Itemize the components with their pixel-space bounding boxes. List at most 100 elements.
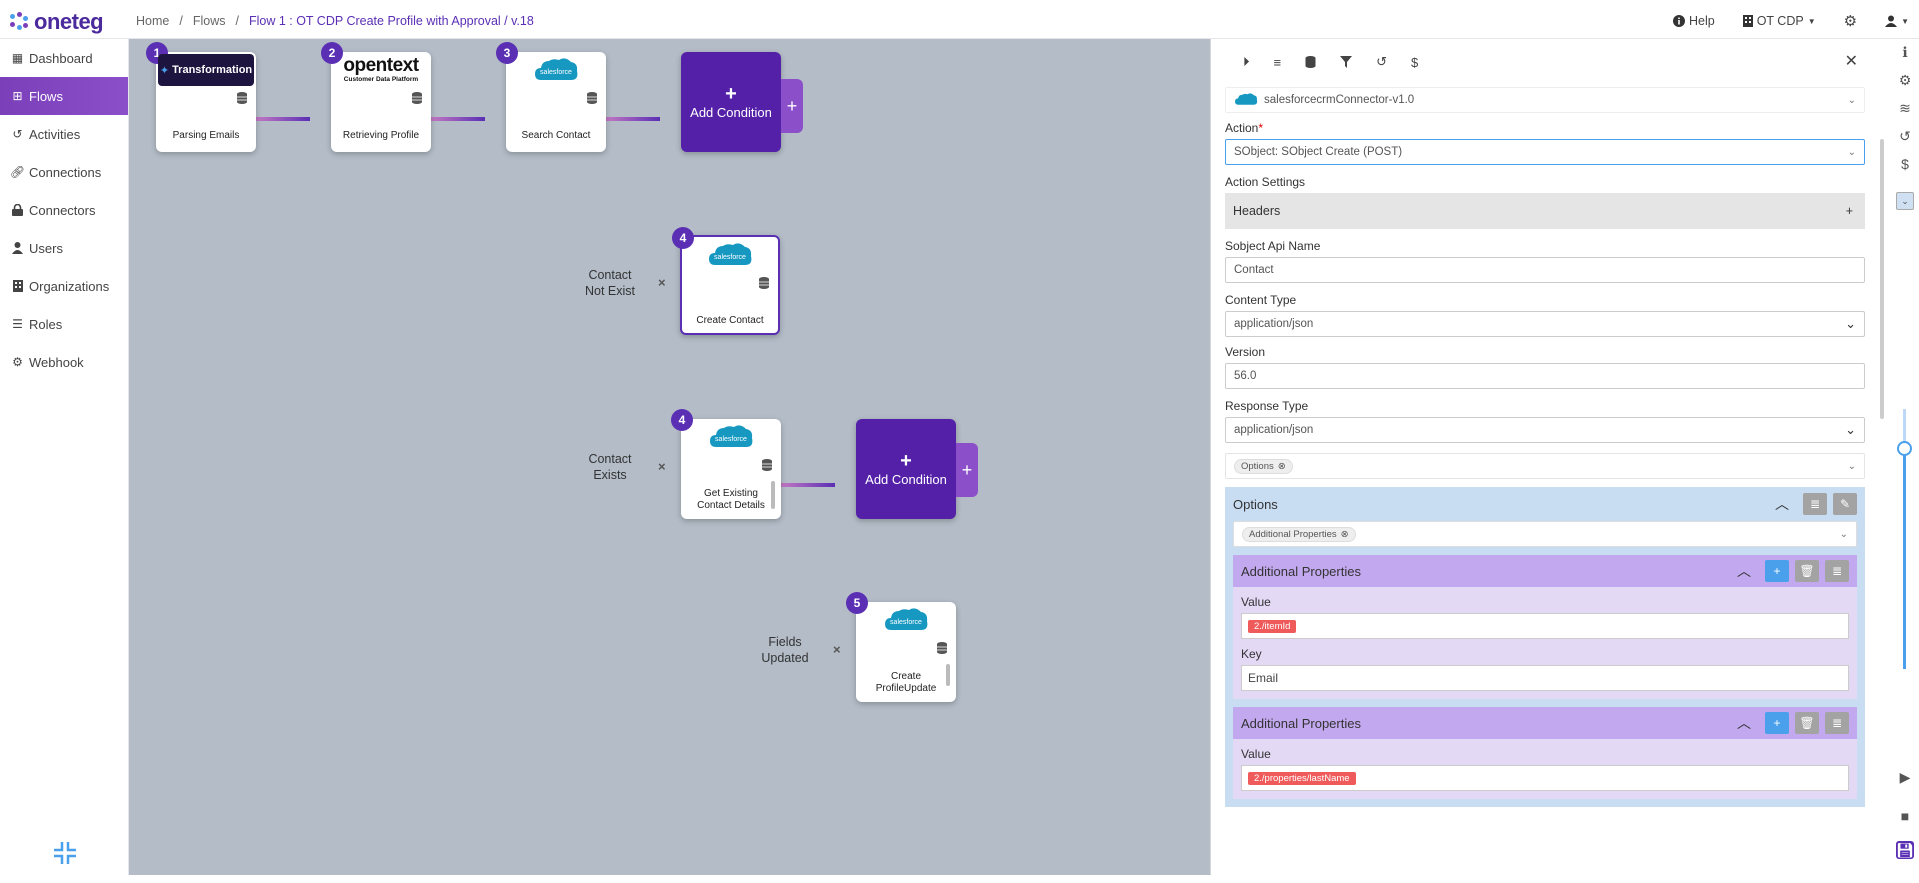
- remove-condition-icon[interactable]: ×: [833, 642, 841, 657]
- sidebar-item-roles[interactable]: ☰ Roles: [0, 305, 128, 343]
- run-step-icon[interactable]: ⏵: [1243, 54, 1250, 69]
- options-multiselect[interactable]: Options⊗ ⌄: [1225, 453, 1865, 479]
- remove-condition-icon[interactable]: ×: [658, 459, 666, 474]
- settings-gear-icon[interactable]: ⚙: [1898, 71, 1912, 88]
- options-group-header[interactable]: Options ︿ ≣ ✎: [1233, 487, 1857, 521]
- database-icon[interactable]: ≣: [1825, 560, 1849, 582]
- stop-icon[interactable]: ■: [1900, 808, 1910, 824]
- close-icon[interactable]: ✕: [1844, 53, 1858, 70]
- collapse-sidebar-icon[interactable]: [52, 840, 78, 866]
- chevron-up-icon[interactable]: ︿: [1775, 496, 1789, 512]
- add-condition-button[interactable]: + Add Condition: [856, 419, 956, 519]
- add-branch-button[interactable]: +: [781, 79, 803, 133]
- sidebar-item-users[interactable]: Users: [0, 229, 128, 267]
- list-icon[interactable]: ≡: [1273, 54, 1282, 70]
- chevron-up-icon[interactable]: ︿: [1737, 563, 1751, 579]
- node-label: Search Contact: [521, 130, 591, 141]
- action-select[interactable]: SObject: SObject Create (POST) ⌄: [1225, 139, 1865, 165]
- node-scrollbar[interactable]: [771, 481, 775, 509]
- chevron-up-icon[interactable]: ︿: [1737, 715, 1751, 731]
- oneteg-logo[interactable]: oneteg: [8, 9, 104, 35]
- connector-select[interactable]: salesforcecrmConnector-v1.0 ⌄: [1225, 87, 1865, 113]
- save-icon[interactable]: 💾︎: [1896, 841, 1914, 859]
- sidebar-item-flows[interactable]: ⊞ Flows: [0, 77, 128, 115]
- options-chip[interactable]: Options⊗: [1234, 458, 1293, 474]
- sobject-api-name-field[interactable]: Contact: [1225, 257, 1865, 283]
- chip-remove-icon[interactable]: ⊗: [1277, 460, 1286, 472]
- delete-icon[interactable]: 🗑︎: [1795, 712, 1819, 734]
- user-menu[interactable]: ▼: [1885, 15, 1909, 27]
- layers-icon[interactable]: ≋: [1899, 99, 1911, 116]
- add-condition-label: Add Condition: [865, 471, 947, 487]
- settings-gear-icon[interactable]: ⚙: [1843, 13, 1858, 30]
- chevron-down-icon: ⌄: [1847, 94, 1856, 106]
- condition-label-line: Contact: [588, 268, 632, 282]
- info-icon[interactable]: ℹ: [1902, 43, 1908, 60]
- breadcrumb-flows[interactable]: Flows: [192, 14, 226, 28]
- chevron-down-icon[interactable]: ⌄: [1896, 192, 1914, 210]
- sidebar-item-dashboard[interactable]: ▦ Dashboard: [0, 39, 128, 77]
- edit-icon[interactable]: ✎: [1833, 493, 1857, 515]
- help-link[interactable]: Help: [1672, 14, 1715, 28]
- content-type-select[interactable]: application/json ⌄: [1225, 311, 1865, 337]
- org-dropdown[interactable]: OT CDP ▼: [1742, 14, 1816, 28]
- sidebar-item-connectors[interactable]: Connectors: [0, 191, 128, 229]
- sidebar-item-webhook[interactable]: ⚙ Webhook: [0, 343, 128, 381]
- value-tag[interactable]: 2./itemId: [1248, 619, 1297, 633]
- node-scrollbar[interactable]: [946, 664, 950, 686]
- delete-icon[interactable]: 🗑︎: [1795, 560, 1819, 582]
- panel-body: salesforcecrmConnector-v1.0 ⌄ Action* SO…: [1225, 85, 1877, 883]
- flow-node-create-contact[interactable]: 4 salesforce Create Contact: [672, 227, 780, 335]
- value-tag[interactable]: 2./properties/lastName: [1248, 771, 1356, 785]
- remove-condition-icon[interactable]: ×: [658, 275, 666, 290]
- add-header-icon[interactable]: +: [1845, 204, 1853, 218]
- undo-icon[interactable]: ↺: [1376, 54, 1387, 69]
- link-icon: 🔗︎: [9, 165, 26, 179]
- filter-icon[interactable]: [1340, 56, 1353, 68]
- key-field[interactable]: Email: [1241, 665, 1849, 691]
- dollar-icon[interactable]: $: [1901, 156, 1909, 172]
- flow-node-search-contact[interactable]: 3 salesforce Search Contact: [496, 42, 606, 152]
- additional-properties-header[interactable]: Additional Properties ︿ + 🗑︎ ≣: [1233, 555, 1857, 587]
- add-branch-button[interactable]: +: [956, 443, 978, 497]
- flow-canvas[interactable]: 1 ✦ Transformation Parsing Emails 2 open…: [129, 39, 1210, 875]
- zoom-slider-track[interactable]: [1903, 409, 1906, 669]
- value-field[interactable]: 2./itemId: [1241, 613, 1849, 639]
- sidebar-item-label: Flows: [29, 88, 63, 104]
- value-field[interactable]: 2./properties/lastName: [1241, 765, 1849, 791]
- plus-icon: +: [900, 449, 912, 472]
- salesforce-logo: salesforce: [709, 243, 752, 265]
- additional-properties-header[interactable]: Additional Properties ︿ + 🗑︎ ≣: [1233, 707, 1857, 739]
- zoom-slider-handle[interactable]: [1897, 441, 1912, 456]
- add-icon[interactable]: +: [1765, 560, 1789, 582]
- add-icon[interactable]: +: [1765, 712, 1789, 734]
- play-icon[interactable]: ▶: [1899, 768, 1911, 785]
- sidebar-item-connections[interactable]: 🔗︎ Connections: [0, 153, 128, 191]
- panel-scrollbar[interactable]: [1880, 139, 1884, 419]
- add-condition-label: Add Condition: [690, 104, 772, 120]
- breadcrumb-home[interactable]: Home: [136, 14, 170, 28]
- chip-remove-icon[interactable]: ⊗: [1340, 528, 1349, 540]
- flow-node-retrieving-profile[interactable]: 2 opentext Customer Data Platform Retrie…: [321, 42, 431, 152]
- additional-properties-multiselect[interactable]: Additional Properties⊗ ⌄: [1233, 521, 1857, 547]
- add-condition-button[interactable]: + Add Condition: [681, 52, 781, 152]
- dollar-icon[interactable]: $: [1411, 54, 1419, 70]
- logo-text: oneteg: [34, 9, 104, 34]
- sidebar-item-label: Connections: [29, 164, 102, 180]
- flow-node-create-profile-update[interactable]: 5 salesforce Create ProfileUpdate: [846, 592, 956, 702]
- version-field[interactable]: 56.0: [1225, 363, 1865, 389]
- sidebar-item-activities[interactable]: ↺ Activities: [0, 115, 128, 153]
- history-icon[interactable]: ↺: [1899, 127, 1911, 144]
- flow-node-get-existing-contact[interactable]: 4 salesforce Get Existing Contact Detail…: [671, 409, 781, 519]
- database-icon[interactable]: ≣: [1803, 493, 1827, 515]
- additional-properties-chip[interactable]: Additional Properties⊗: [1242, 526, 1356, 542]
- node-label-line: Contact Details: [697, 500, 765, 511]
- database-icon[interactable]: [1305, 56, 1316, 68]
- sidebar-item-organizations[interactable]: Organizations: [0, 267, 128, 305]
- flow-node-parsing-emails[interactable]: 1 ✦ Transformation Parsing Emails: [146, 42, 256, 152]
- additional-properties-block: Additional Properties ︿ + 🗑︎ ≣ Value 2./…: [1233, 555, 1857, 699]
- response-type-select[interactable]: application/json ⌄: [1225, 417, 1865, 443]
- database-icon[interactable]: ≣: [1825, 712, 1849, 734]
- headers-section[interactable]: Headers +: [1225, 193, 1865, 229]
- node-label: Create ProfileUpdate: [856, 671, 956, 695]
